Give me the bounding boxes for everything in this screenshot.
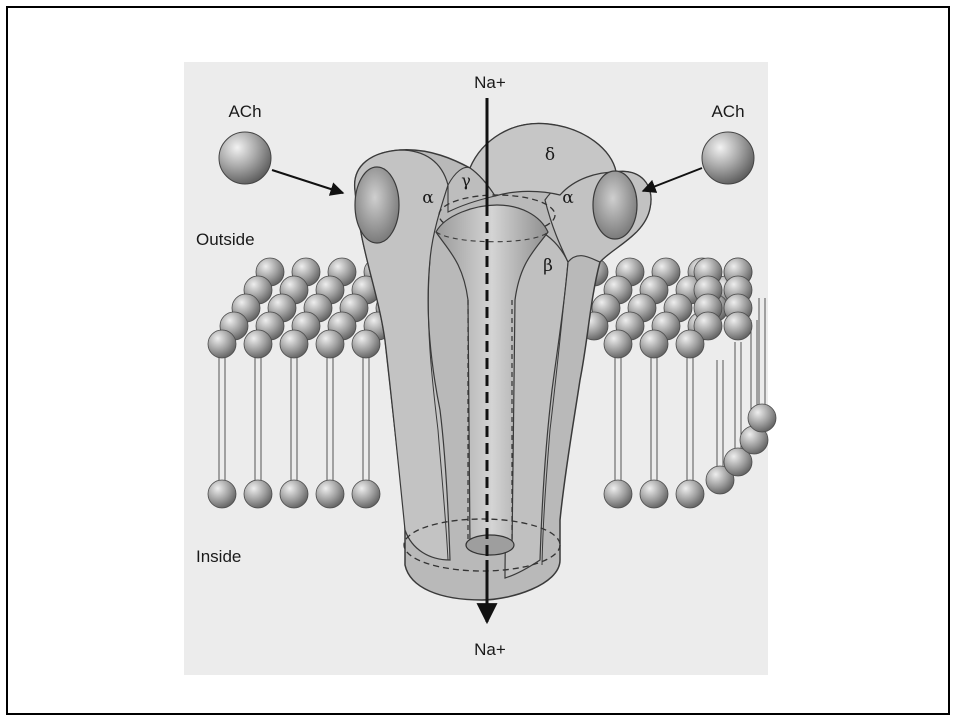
beta-label: β (543, 256, 553, 276)
pore-bottom-opening (466, 535, 514, 555)
ach-left-arrow (272, 170, 343, 193)
lipid-head (352, 330, 380, 358)
lipid-head (316, 330, 344, 358)
lipid-head (244, 480, 272, 508)
lipid-head (604, 480, 632, 508)
ach-molecule-left (219, 132, 271, 184)
gamma-label: γ (461, 171, 471, 190)
receptor-channel (355, 123, 651, 600)
ach-right-arrow (643, 168, 702, 191)
na-top-label: Na+ (474, 73, 506, 92)
lipid-head (280, 330, 308, 358)
alpha-right-label: α (562, 188, 574, 208)
outside-label: Outside (196, 230, 255, 249)
lipid-head (352, 480, 380, 508)
lipid-head (640, 330, 668, 358)
lipid-head (676, 480, 704, 508)
lipid-head (748, 404, 776, 432)
lipid-head (244, 330, 272, 358)
binding-site-right (593, 171, 637, 239)
ach-right-label: ACh (711, 102, 744, 121)
na-bottom-label: Na+ (474, 640, 506, 659)
lipid-head (280, 480, 308, 508)
alpha-left-label: α (422, 188, 434, 208)
lipid-head (604, 330, 632, 358)
lipid-head (676, 330, 704, 358)
lipid-head (208, 480, 236, 508)
lipid-head (640, 480, 668, 508)
delta-label: δ (545, 145, 555, 165)
lipid-head (316, 480, 344, 508)
inside-label: Inside (196, 547, 241, 566)
lipid-head (208, 330, 236, 358)
ach-molecule-right (702, 132, 754, 184)
lipid-head (724, 312, 752, 340)
binding-site-left (355, 167, 399, 243)
ach-left-label: ACh (228, 102, 261, 121)
